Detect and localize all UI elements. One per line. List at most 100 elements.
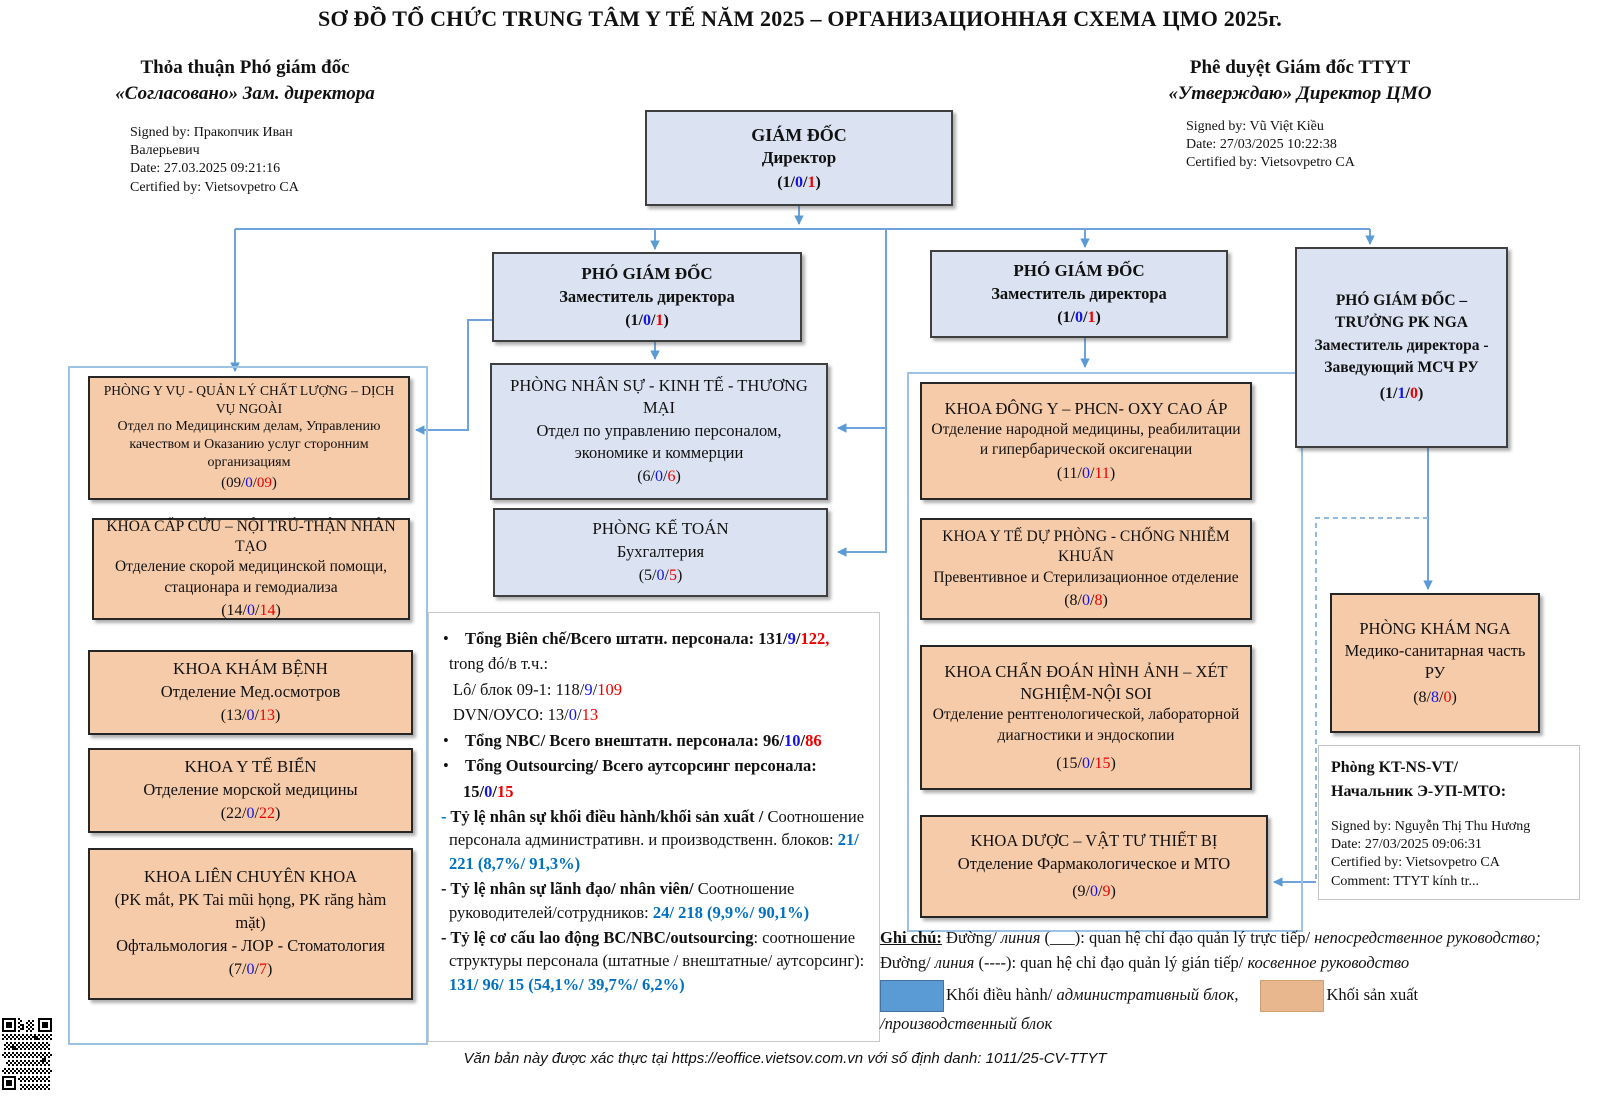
kt-signed-by: Signed by: Nguyễn Thị Thu Hương <box>1331 819 1531 834</box>
approval-right: Phê duyệt Giám đốc TTYT «Утверждаю» Дире… <box>1125 55 1475 106</box>
box-khoa-y-te-du-phong-vn: KHOA Y TẾ DỰ PHÒNG - CHỐNG NHIỄM KHUẨN <box>942 527 1230 566</box>
staff-counts: (09/0/09) <box>221 475 277 492</box>
kt-date: Date: 27/03/2025 09:06:31 <box>1331 837 1482 853</box>
kt-comment: Comment: TTYT kính tr... <box>1331 873 1480 889</box>
box-phong-kham-nga-ru: Медико-санитарная часть РУ <box>1344 641 1526 683</box>
stat-dvn: DVN/ОУСО: 13/0/13 <box>453 705 599 725</box>
stat-outsourcing-value: 15/0/15 <box>463 781 514 801</box>
signature-right-certified: Certified by: Vietsovpetro CA <box>1186 155 1355 171</box>
staff-counts: (8/8/0) <box>1413 688 1457 706</box>
box-pgd2-ru: Заместитель директора <box>991 283 1167 303</box>
box-phong-y-vu-ru: Отдел по Медицинским делам, Управлению к… <box>117 418 381 470</box>
qr-code <box>2 1018 52 1090</box>
verification-footer: Văn bản này được xác thực tại https://eo… <box>463 1050 1107 1067</box>
box-khoa-y-te-du-phong: KHOA Y TẾ DỰ PHÒNG - CHỐNG NHIỄM KHUẨN П… <box>920 518 1252 620</box>
box-giam-doc: GIÁM ĐỐC Директор (1/0/1) <box>645 110 953 206</box>
signature-right-date: Date: 27/03/2025 10:22:38 <box>1186 137 1337 153</box>
signature-right: Signed by: Vũ Việt Kiều Date: 27/03/2025… <box>1186 118 1466 173</box>
legend-swatches: Khối điều hành/ административный блок,Kh… <box>880 979 1585 1012</box>
staff-statistics-block: •Tổng Biên chế/Всего штатн. персонала: 1… <box>428 612 880 1042</box>
kt-ns-vt-signature: Signed by: Nguyễn Thị Thu Hương Date: 27… <box>1331 818 1567 891</box>
approval-left-line2: «Согласовано» Зам. директора <box>115 82 375 104</box>
stat-total-nbc: •Tổng NBC/ Всего внештатн. персонала: 96… <box>443 730 822 750</box>
stat-block-09-1: Lô/ блок 09-1: 118/9/109 <box>453 679 622 699</box>
box-giam-doc-vn: GIÁM ĐỐC <box>751 124 847 145</box>
staff-counts: (6/0/6) <box>637 468 681 486</box>
box-khoa-lien-chuyen-khoa-vn: KHOA LIÊN CHUYÊN KHOA <box>143 867 358 887</box>
box-khoa-kham-benh-ru: Отделение Мед.осмотров <box>160 682 341 702</box>
kt-ns-vt-block: Phòng KT-NS-VT/ Начальник Э-УП-МТО: Sign… <box>1318 745 1580 900</box>
kt-ns-vt-title1: Phòng KT-NS-VT/ <box>1331 759 1458 776</box>
kt-certified: Certified by: Vietsovpetro CA <box>1331 855 1500 871</box>
signature-left-name: Signed by: Пракопчик Иван <box>130 125 293 140</box>
page-title: SƠ ĐỒ TỔ CHỨC TRUNG TÂM Y TẾ NĂM 2025 – … <box>318 6 1282 31</box>
box-khoa-chan-doan-vn: KHOA CHẨN ĐOÁN HÌNH ẢNH – XÉT NGHIỆM-NỘI… <box>944 661 1228 703</box>
staff-counts: (1/1/0) <box>1379 384 1424 402</box>
stat-total-staff: •Tổng Biên chế/Всего штатн. персонала: 1… <box>443 629 830 648</box>
admin-left-container <box>68 366 428 1045</box>
box-khoa-chan-doan: KHOA CHẨN ĐOÁN HÌNH ẢNH – XÉT NGHIỆM-NỘI… <box>920 645 1252 790</box>
admin-block-swatch <box>880 979 944 1012</box>
box-khoa-lien-chuyen-khoa-vn2: (PK mắt, PK Tai mũi họng, PK răng hàm mặ… <box>114 890 387 932</box>
stat-ratio-admin-production: - Tỷ lệ nhân sự khối điều hành/khối sản … <box>441 806 865 873</box>
box-khoa-dong-y: KHOA ĐÔNG Y – PHCN- OXY CAO ÁP Отделение… <box>920 382 1252 500</box>
stat-ratio-managers-staff: - Tỷ lệ nhân sự lãnh đạo/ nhân viên/ Соо… <box>441 879 810 922</box>
box-khoa-y-te-du-phong-ru: Превентивное и Стерилизационное отделени… <box>933 568 1239 586</box>
production-right-container <box>907 372 1303 932</box>
box-khoa-kham-benh-vn: KHOA KHÁM BỆNH <box>173 659 328 679</box>
legend-lines: Ghi chú: Đường/ линия (___): quan hệ chỉ… <box>880 928 1541 972</box>
box-khoa-cap-cuu: KHOA CẤP CỨU – NỘI TRÚ-THẬN NHÂN TẠO Отд… <box>92 518 410 620</box>
signature-left-certified: Certified by: Vietsovpetro CA <box>130 179 299 195</box>
signature-left-name2: Валерьевич <box>130 143 200 159</box>
stat-total-outsourcing: •Tổng Outsourcing/ Всего аутсорсинг перс… <box>443 756 817 776</box>
box-pgd-nga-ru: Заместитель директора - Заведующий МСЧ Р… <box>1314 336 1489 377</box>
signature-left: Signed by: Пракопчик Иван Валерьевич Dat… <box>130 124 390 197</box>
box-khoa-y-te-bien-ru: Отделение морской медицины <box>143 780 358 800</box>
staff-counts: (14/0/14) <box>221 602 281 620</box>
approval-left: Thỏa thuận Phó giám đốc «Согласовано» За… <box>75 55 415 106</box>
box-phong-kham-nga: PHÒNG KHÁM NGA Медико-санитарная часть Р… <box>1330 593 1540 733</box>
box-khoa-duoc-ru: Отделение Фармакологическое и МТО <box>957 854 1231 874</box>
staff-counts: (9/0/9) <box>1072 883 1116 901</box>
signature-left-date: Date: 27.03.2025 09:21:16 <box>130 161 281 177</box>
approval-right-line1: Phê duyệt Giám đốc TTYT <box>1189 57 1411 78</box>
production-block-swatch <box>1260 979 1325 1012</box>
box-phong-y-vu-vn: PHÒNG Y VỤ - QUẢN LÝ CHẤT LƯỢNG – DỊCH V… <box>103 383 395 416</box>
staff-counts: (1/0/1) <box>777 173 821 191</box>
box-khoa-dong-y-ru: Отделение народной медицины, реабилитаци… <box>931 420 1241 459</box>
box-ke-toan: PHÒNG KẾ TOÁN Бухгалтерия (5/0/5) <box>493 508 828 597</box>
box-pgd-nga-vn: PHÓ GIÁM ĐỐC – TRƯỞNG PK NGA <box>1335 291 1468 332</box>
box-ke-toan-vn: PHÒNG KẾ TOÁN <box>592 519 729 539</box>
box-pgd1-ru: Заместитель директора <box>559 286 735 306</box>
box-khoa-y-te-bien: KHOA Y TẾ BIỂN Отделение морской медицин… <box>88 748 413 833</box>
box-khoa-kham-benh: KHOA KHÁM BỆNH Отделение Мед.осмотров (1… <box>88 650 413 735</box>
staff-counts: (11/0/11) <box>1056 464 1116 482</box>
legend-production-label-2: /производственный блок <box>880 1013 1053 1033</box>
kt-ns-vt-title2: Начальник Э-УП-МТО: <box>1331 783 1507 800</box>
staff-counts: (15/0/15) <box>1056 754 1116 772</box>
box-nhan-su-ru: Отдел по управлению персоналом, экономик… <box>536 420 782 462</box>
box-khoa-cap-cuu-ru: Отделение скорой медицинской помощи, ста… <box>114 558 388 596</box>
staff-counts: (5/0/5) <box>638 567 683 585</box>
stat-ratio-bc-nbc-outsourcing: - Tỷ lệ cơ cấu lao động BC/NBC/outsourci… <box>441 928 865 994</box>
box-khoa-y-te-bien-vn: KHOA Y TẾ BIỂN <box>184 757 317 777</box>
staff-counts: (1/0/1) <box>1057 308 1101 326</box>
box-pgd-nga: PHÓ GIÁM ĐỐC – TRƯỞNG PK NGA Заместитель… <box>1295 247 1508 448</box>
box-khoa-lien-chuyen-khoa-ru: Офтальмология - ЛОР - Стоматология <box>116 935 385 955</box>
staff-counts: (1/0/1) <box>625 311 669 329</box>
staff-counts: (22/0/22) <box>220 805 281 823</box>
staff-counts: (7/0/7) <box>228 961 273 979</box>
box-phong-kham-nga-vn: PHÒNG KHÁM NGA <box>1359 618 1511 638</box>
stat-including: trong đó/в т.ч.: <box>449 654 549 674</box>
box-nhan-su-vn: PHÒNG NHÂN SỰ - KINH TẾ - THƯƠNG MẠI <box>510 376 808 418</box>
box-khoa-chan-doan-ru: Отделение рентгенологической, лабораторн… <box>932 706 1240 744</box>
approval-right-line2: «Утверждаю» Директор ЦМО <box>1168 82 1432 104</box>
box-khoa-duoc-vn: KHOA DƯỢC – VẬT TƯ THIẾT BỊ <box>970 831 1218 851</box>
box-khoa-dong-y-vn: KHOA ĐÔNG Y – PHCN- OXY CAO ÁP <box>944 399 1228 419</box>
approval-left-line1: Thỏa thuận Phó giám đốc <box>140 57 350 78</box>
box-ke-toan-ru: Бухгалтерия <box>616 542 705 562</box>
box-pgd1-vn: PHÓ GIÁM ĐỐC <box>581 263 713 283</box>
box-khoa-duoc: KHOA DƯỢC – VẬT TƯ THIẾT BỊ Отделение Фа… <box>920 815 1268 918</box>
box-pgd2: PHÓ GIÁM ĐỐC Заместитель директора (1/0/… <box>930 250 1228 338</box>
